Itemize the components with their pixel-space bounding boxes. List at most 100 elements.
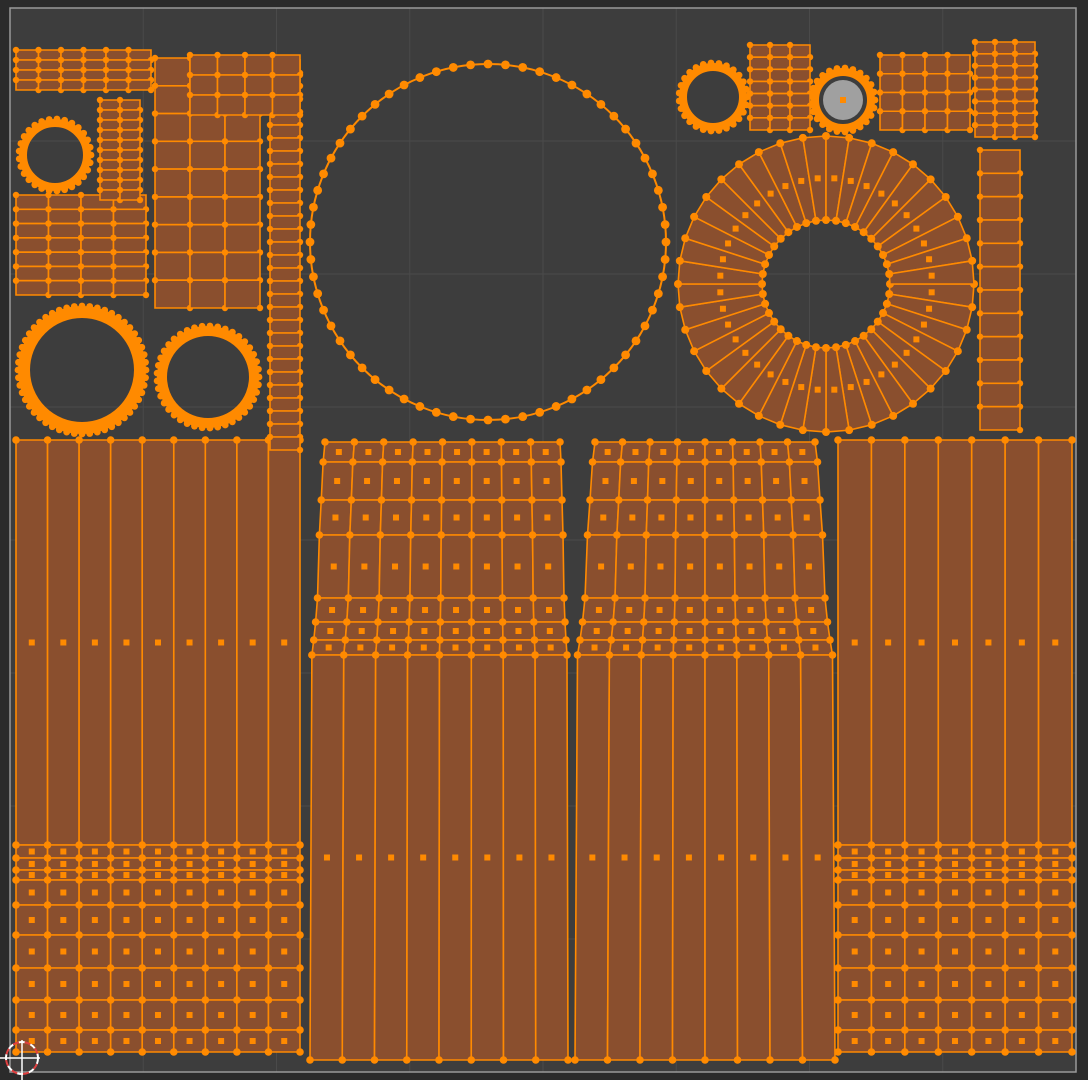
uv-vertex[interactable] (567, 80, 577, 90)
uv-vertex[interactable] (729, 120, 737, 128)
uv-vertex[interactable] (1068, 841, 1076, 849)
uv-vertex[interactable] (106, 901, 115, 909)
uv-vertex[interactable] (646, 438, 654, 446)
uv-vertex[interactable] (934, 1048, 943, 1056)
uv-vertex[interactable] (12, 876, 20, 884)
uv-vertex[interactable] (561, 618, 569, 626)
uv-face[interactable] (154, 196, 191, 226)
uv-face[interactable] (994, 124, 1016, 138)
uv-vertex[interactable] (183, 420, 191, 427)
uv-vertex[interactable] (264, 866, 273, 874)
uv-vertex[interactable] (1031, 133, 1039, 141)
uv-vertex[interactable] (102, 66, 110, 74)
uv-vertex[interactable] (221, 325, 229, 333)
uv-vertex[interactable] (415, 402, 425, 411)
uv-vertex[interactable] (75, 876, 83, 884)
uv-vertex[interactable] (879, 309, 888, 318)
uv-vertex[interactable] (121, 414, 128, 422)
uv-face[interactable] (37, 79, 62, 91)
uv-vertex[interactable] (68, 183, 76, 191)
uv-vertex[interactable] (16, 381, 24, 389)
uv-vertex[interactable] (1034, 1026, 1043, 1034)
uv-vertex[interactable] (135, 336, 143, 344)
uv-vertex[interactable] (735, 399, 744, 408)
uv-vertex[interactable] (770, 242, 779, 251)
uv-vertex[interactable] (1068, 866, 1076, 874)
uv-face[interactable] (269, 280, 301, 295)
uv-vertex[interactable] (75, 854, 83, 862)
uv-vertex[interactable] (102, 76, 110, 84)
uv-vertex[interactable] (899, 89, 906, 96)
uv-face[interactable] (119, 129, 141, 141)
uv-vertex[interactable] (991, 74, 999, 81)
uv-vertex[interactable] (448, 412, 458, 421)
uv-vertex[interactable] (675, 89, 683, 97)
uv-vertex[interactable] (934, 866, 943, 874)
uv-vertex[interactable] (138, 931, 147, 939)
uv-vertex[interactable] (1001, 876, 1009, 884)
uv-vertex[interactable] (131, 402, 139, 410)
uv-vertex[interactable] (867, 841, 876, 849)
uv-vertex[interactable] (75, 901, 83, 909)
uv-vertex[interactable] (729, 496, 738, 504)
uv-face[interactable] (224, 112, 261, 143)
uv-vertex[interactable] (845, 426, 854, 435)
uv-vertex[interactable] (221, 221, 229, 228)
uv-face[interactable] (119, 99, 141, 111)
uv-vertex[interactable] (681, 325, 690, 334)
uv-vertex[interactable] (882, 260, 891, 269)
uv-vertex[interactable] (266, 329, 274, 337)
uv-vertex[interactable] (43, 901, 52, 909)
uv-vertex[interactable] (776, 325, 785, 334)
uv-vertex[interactable] (61, 116, 69, 124)
uv-vertex[interactable] (138, 876, 147, 884)
uv-vertex[interactable] (876, 51, 884, 59)
uv-vertex[interactable] (991, 98, 999, 105)
uv-island-disc-annulus[interactable] (674, 132, 978, 436)
uv-vertex[interactable] (341, 636, 350, 644)
uv-vertex[interactable] (1011, 121, 1019, 129)
uv-vertex[interactable] (1068, 1026, 1076, 1034)
uv-vertex[interactable] (376, 531, 385, 539)
uv-vertex[interactable] (498, 594, 507, 602)
uv-vertex[interactable] (792, 337, 801, 346)
uv-vertex[interactable] (357, 111, 367, 121)
uv-island-column-right-tall[interactable] (834, 436, 1076, 1056)
uv-vertex[interactable] (675, 303, 684, 312)
uv-face[interactable] (974, 41, 996, 55)
uv-face[interactable] (99, 169, 121, 181)
uv-vertex[interactable] (953, 212, 962, 221)
uv-vertex[interactable] (12, 964, 20, 972)
uv-vertex[interactable] (402, 1056, 411, 1064)
uv-vertex[interactable] (976, 333, 984, 340)
uv-vertex[interactable] (794, 636, 803, 644)
uv-vertex[interactable] (101, 306, 109, 314)
uv-vertex[interactable] (968, 303, 977, 312)
uv-vertex[interactable] (165, 341, 173, 348)
uv-vertex[interactable] (758, 280, 766, 288)
uv-face[interactable] (127, 69, 152, 81)
uv-vertex[interactable] (169, 866, 178, 874)
uv-vertex[interactable] (518, 63, 528, 72)
uv-vertex[interactable] (786, 102, 794, 109)
uv-vertex[interactable] (264, 1026, 273, 1034)
uv-face[interactable] (901, 72, 926, 94)
uv-vertex[interactable] (834, 1026, 842, 1034)
uv-ring[interactable] (19, 119, 91, 191)
uv-vertex[interactable] (106, 996, 115, 1004)
uv-face[interactable] (80, 208, 115, 225)
uv-vertex[interactable] (867, 854, 876, 862)
uv-vertex[interactable] (901, 931, 909, 939)
uv-vertex[interactable] (642, 531, 651, 539)
uv-vertex[interactable] (135, 396, 143, 404)
uv-vertex[interactable] (142, 291, 150, 299)
uv-vertex[interactable] (349, 458, 357, 466)
uv-vertex[interactable] (169, 901, 178, 909)
uv-vertex[interactable] (609, 363, 619, 373)
uv-face[interactable] (154, 112, 191, 143)
uv-face[interactable] (269, 319, 301, 334)
uv-vertex[interactable] (841, 64, 849, 72)
2d-cursor-icon[interactable] (0, 1040, 40, 1080)
uv-vertex[interactable] (264, 996, 273, 1004)
uv-vertex[interactable] (404, 636, 413, 644)
